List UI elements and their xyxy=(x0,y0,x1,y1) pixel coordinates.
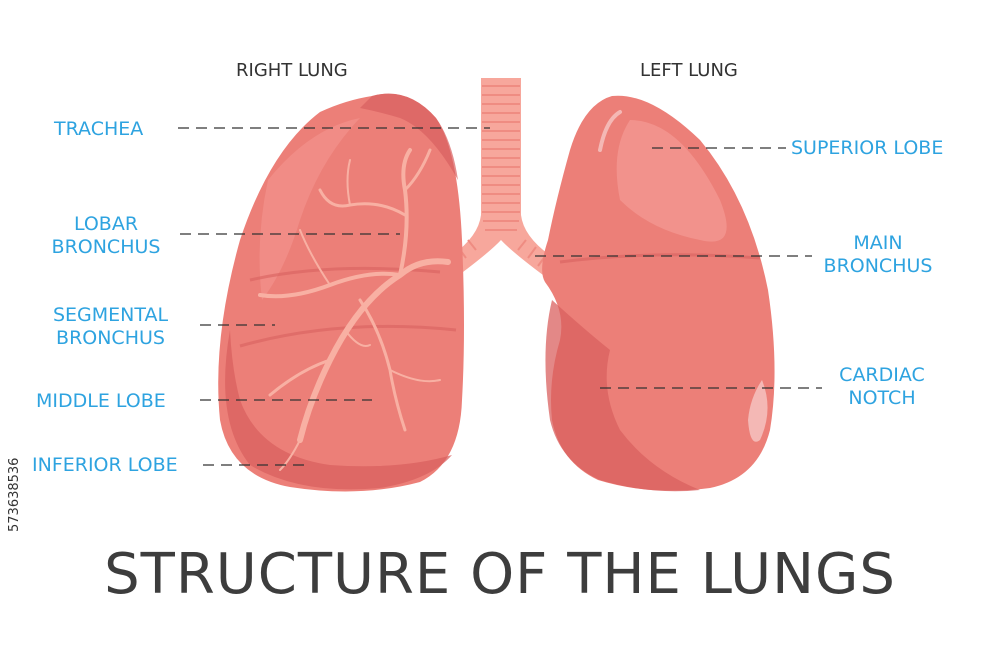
right-lung xyxy=(218,93,464,492)
trachea-label: TRACHEA xyxy=(54,118,144,140)
leader-lines xyxy=(178,127,822,466)
right-lung-title: RIGHT LUNG xyxy=(236,60,348,81)
main-bronchus-label: MAIN BRONCHUS xyxy=(810,232,946,278)
page-title: STRUCTURE OF THE LUNGS xyxy=(104,542,896,607)
trachea-shape xyxy=(442,78,560,278)
segmental-bronchus-line-2: BRONCHUS xyxy=(56,327,165,349)
cardiac-notch-label: CARDIAC NOTCH xyxy=(826,364,938,410)
left-lung-title: LEFT LUNG xyxy=(640,60,738,81)
lobar-bronchus-line-1: LOBAR xyxy=(73,213,139,235)
cardiac-notch-line-2: NOTCH xyxy=(848,387,916,409)
segmental-bronchus-label: SEGMENTAL BRONCHUS xyxy=(38,304,183,350)
lobar-bronchus-line-2: BRONCHUS xyxy=(51,236,161,258)
lobar-bronchus-label: LOBAR BRONCHUS xyxy=(38,213,174,259)
superior-lobe-label: SUPERIOR LOBE xyxy=(791,137,944,159)
main-bronchus-line-1: MAIN xyxy=(853,232,903,254)
left-lung xyxy=(542,95,775,492)
middle-lobe-label: MIDDLE LOBE xyxy=(36,390,166,412)
cardiac-notch-line-1: CARDIAC xyxy=(839,364,925,386)
segmental-bronchus-line-1: SEGMENTAL xyxy=(52,304,169,326)
inferior-lobe-label: INFERIOR LOBE xyxy=(32,454,178,476)
main-bronchus-line-2: BRONCHUS xyxy=(823,255,933,277)
watermark-id: 573638536 xyxy=(7,457,22,532)
